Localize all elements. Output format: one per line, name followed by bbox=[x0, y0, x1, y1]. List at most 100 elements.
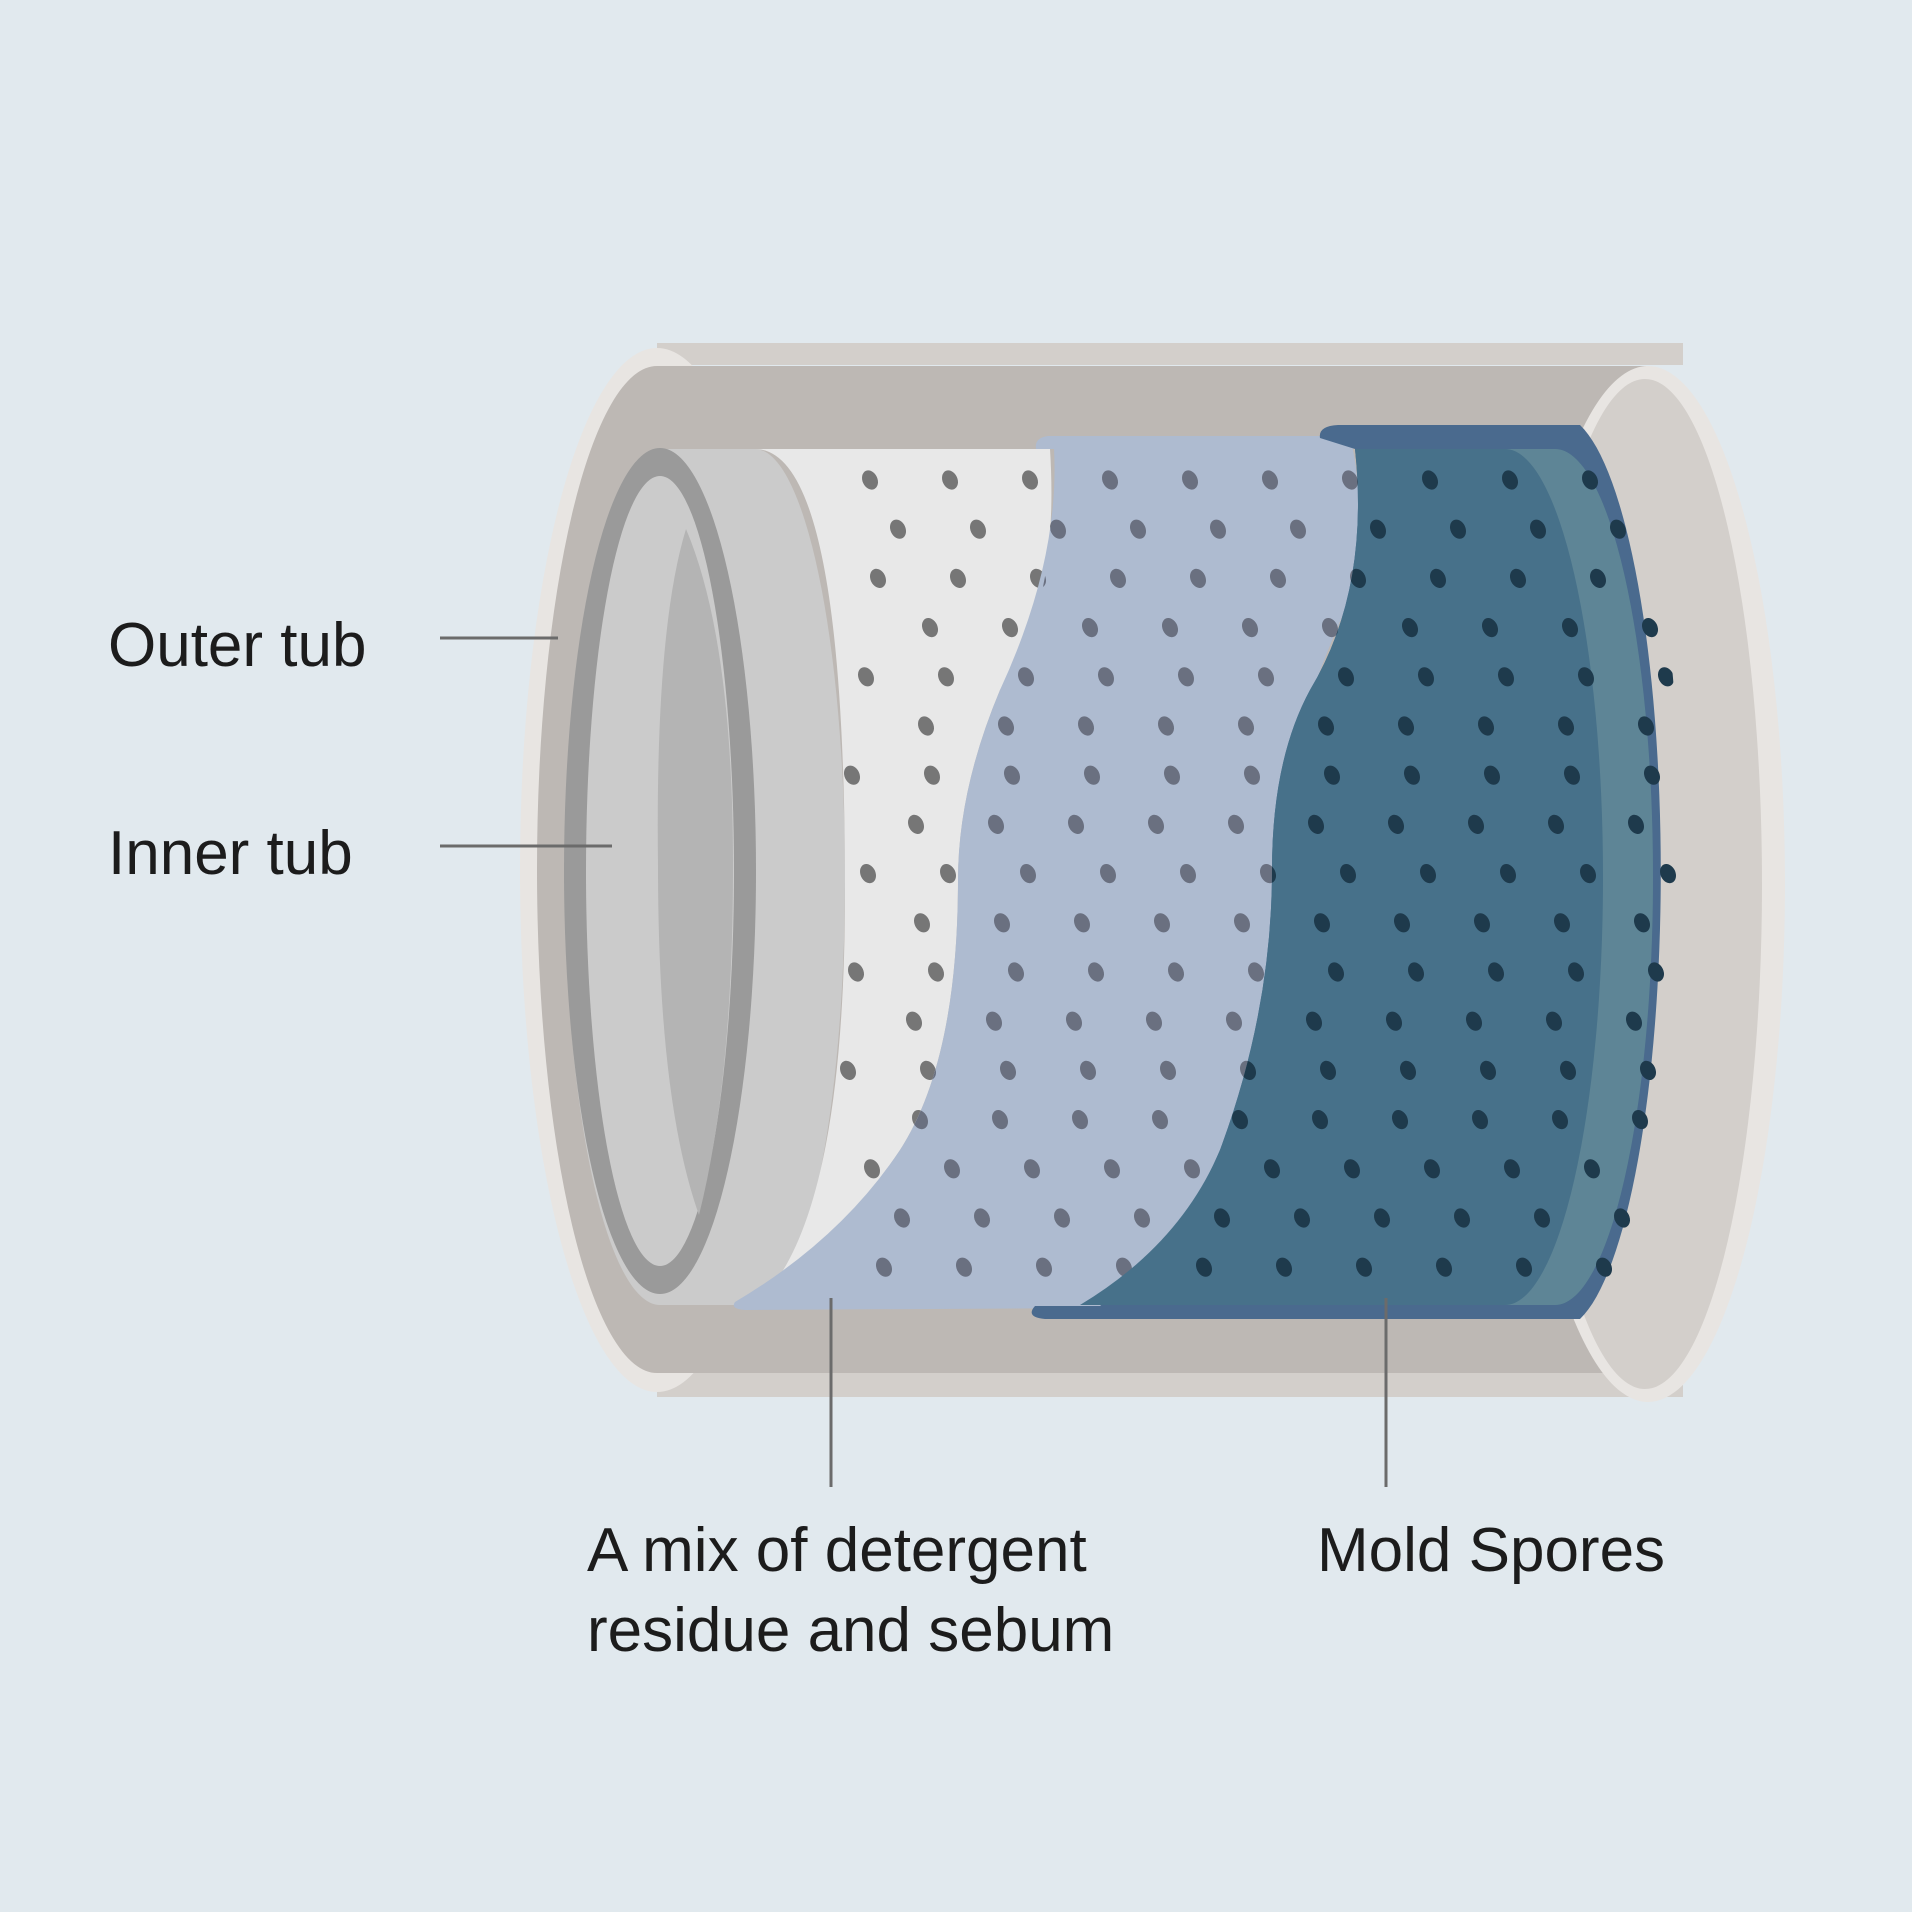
spore-dot bbox=[1553, 913, 1571, 933]
spore-dot bbox=[1547, 814, 1565, 835]
spore-dot bbox=[1321, 617, 1339, 638]
spore-dot bbox=[907, 814, 925, 835]
spore-dot bbox=[1327, 962, 1345, 982]
spore-dot bbox=[1561, 617, 1579, 638]
spore-dot bbox=[1003, 765, 1021, 785]
spore-dot bbox=[1613, 1208, 1631, 1228]
spore-dot bbox=[859, 863, 877, 884]
spore-dot bbox=[1373, 1208, 1391, 1228]
spore-dot bbox=[1497, 667, 1515, 687]
residue-label: A mix of detergent residue and sebum bbox=[587, 1511, 1114, 1671]
spore-dot bbox=[1035, 1257, 1053, 1277]
mold-layer-body bbox=[1080, 449, 1653, 1305]
spore-dot bbox=[1481, 617, 1499, 638]
spore-dot bbox=[1213, 1208, 1231, 1228]
spore-dot bbox=[919, 1060, 937, 1081]
spore-dot bbox=[1087, 962, 1105, 982]
spore-dot bbox=[1007, 962, 1025, 982]
spore-dot bbox=[1795, 714, 1817, 738]
spore-dot bbox=[1783, 1009, 1805, 1033]
spore-dot bbox=[1257, 667, 1275, 687]
spore-dot bbox=[1163, 765, 1181, 785]
spore-dot bbox=[1157, 716, 1175, 736]
spore-dot bbox=[1449, 519, 1467, 539]
spore-dot bbox=[1399, 1060, 1417, 1081]
spore-dot bbox=[1237, 716, 1255, 736]
spore-dot bbox=[937, 667, 955, 687]
spore-dot bbox=[1099, 863, 1117, 884]
spore-dot bbox=[1097, 667, 1115, 687]
spore-dot bbox=[1067, 814, 1085, 835]
spore-dot bbox=[1633, 913, 1651, 933]
spore-dot bbox=[1753, 1255, 1775, 1279]
residue-label-line-1: A mix of detergent bbox=[587, 1516, 1087, 1585]
spore-dot bbox=[1393, 913, 1411, 933]
spore-dot bbox=[1209, 519, 1227, 539]
spore-dot bbox=[1557, 716, 1575, 736]
spore-dot bbox=[1515, 1257, 1533, 1277]
spore-dot bbox=[893, 1208, 911, 1228]
spore-dot bbox=[1049, 519, 1067, 539]
spore-dot bbox=[1799, 615, 1821, 639]
spore-dot bbox=[1545, 1011, 1563, 1031]
spore-dot bbox=[1559, 1060, 1577, 1081]
spore-dot bbox=[889, 519, 907, 539]
spore-dot bbox=[1785, 812, 1807, 836]
inner-tub-inner-wall bbox=[657, 529, 733, 1215]
spore-dot bbox=[1317, 716, 1335, 736]
spore-dot bbox=[1181, 470, 1199, 490]
spore-dot bbox=[1753, 1255, 1775, 1279]
spore-dot bbox=[1627, 814, 1645, 835]
spore-dot bbox=[999, 1060, 1017, 1081]
spore-dot bbox=[997, 716, 1015, 736]
spore-dot bbox=[869, 568, 887, 589]
spore-dot bbox=[861, 470, 879, 490]
spore-dot bbox=[1551, 1109, 1569, 1130]
spore-dot bbox=[1001, 617, 1019, 638]
spore-dot bbox=[1465, 1011, 1483, 1031]
spore-dot bbox=[1017, 667, 1035, 687]
spore-dot bbox=[1739, 468, 1761, 492]
spore-dot bbox=[1771, 1206, 1793, 1230]
spore-dot bbox=[927, 962, 945, 982]
spore-dot bbox=[1341, 470, 1358, 490]
spore-dot bbox=[921, 617, 939, 638]
spore-dot bbox=[991, 1109, 1009, 1130]
inner-tub-label: Inner tub bbox=[108, 814, 353, 894]
spore-dot bbox=[1789, 1107, 1811, 1131]
spore-dot bbox=[1227, 814, 1245, 835]
spore-dot bbox=[1771, 1206, 1793, 1230]
spore-dot bbox=[1783, 1009, 1805, 1033]
spore-dot bbox=[1021, 470, 1039, 490]
spore-dot bbox=[1243, 765, 1261, 785]
spore-dot bbox=[1771, 1206, 1793, 1230]
spore-dot bbox=[1293, 1208, 1311, 1228]
spore-dot bbox=[1307, 814, 1325, 835]
spore-dot bbox=[1103, 1159, 1121, 1179]
spore-dot bbox=[1533, 1208, 1551, 1228]
spore-dot bbox=[1151, 1109, 1169, 1130]
spore-dot bbox=[1053, 1208, 1071, 1228]
spore-dot bbox=[839, 1060, 857, 1081]
spore-dot bbox=[1637, 716, 1655, 736]
spore-dot bbox=[1795, 714, 1817, 738]
spore-dot bbox=[1641, 617, 1659, 638]
spore-dot bbox=[949, 568, 967, 589]
spore-dot bbox=[987, 814, 1005, 835]
spore-dot bbox=[863, 1159, 881, 1179]
spore-dot bbox=[1791, 911, 1813, 935]
residue-layer-shape bbox=[733, 436, 1359, 1310]
spore-dot bbox=[1129, 519, 1147, 539]
spore-dot bbox=[1625, 1011, 1643, 1031]
spore-dot bbox=[1343, 1159, 1361, 1179]
spore-dot bbox=[1799, 615, 1821, 639]
spore-dot bbox=[1473, 913, 1491, 933]
spore-dot bbox=[1789, 1107, 1811, 1131]
outer-tub-bottom-band bbox=[657, 1373, 1683, 1397]
outer-tub-label-text: Outer tub bbox=[108, 611, 367, 680]
spore-dot bbox=[1647, 962, 1665, 982]
spore-dot bbox=[1595, 1257, 1613, 1277]
spore-dot bbox=[1349, 568, 1367, 589]
spore-dot bbox=[1419, 863, 1437, 884]
